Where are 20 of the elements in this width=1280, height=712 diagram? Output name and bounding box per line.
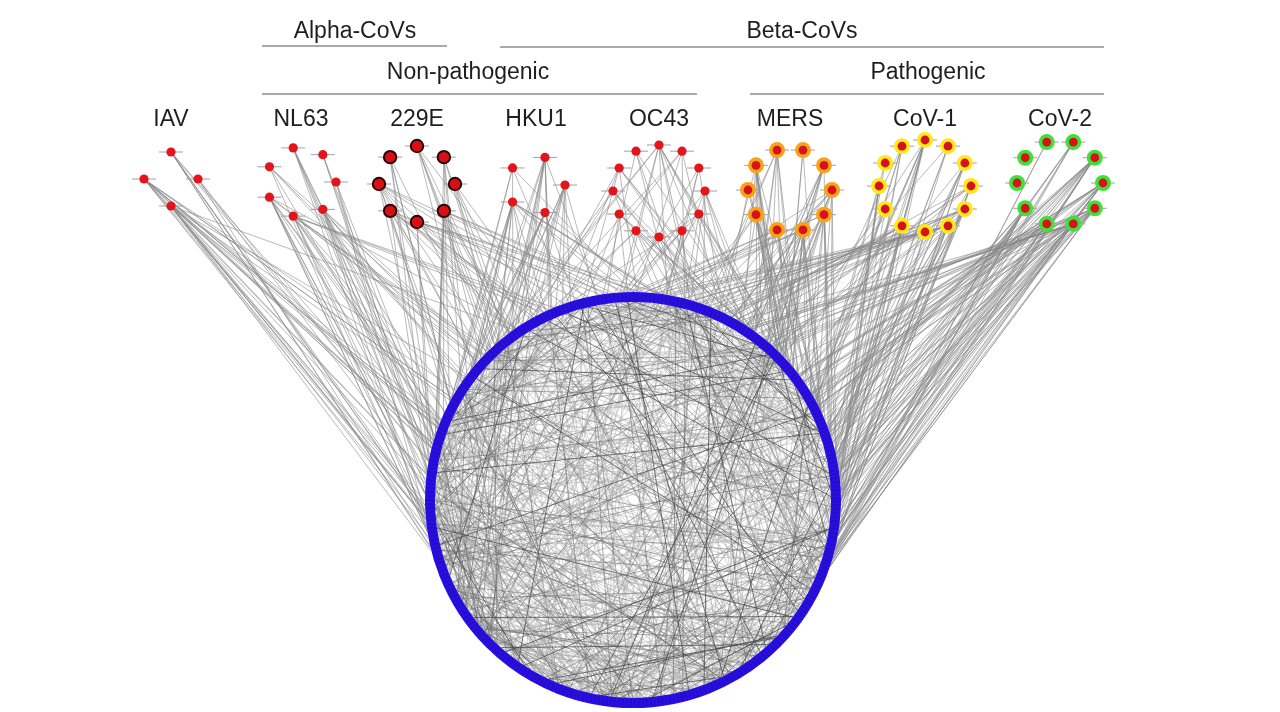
interaction-lines — [738, 229, 1073, 568]
interaction-lines — [175, 198, 514, 552]
virus-label: CoV-2 — [1028, 106, 1092, 131]
interaction-lines — [450, 225, 661, 401]
interaction-lines — [631, 243, 837, 455]
group-heading: Non-pathogenic — [386, 58, 550, 84]
group-heading: Pathogenic — [870, 58, 986, 84]
virus-label: NL63 — [273, 106, 329, 131]
group-heading: Alpha-CoVs — [293, 17, 417, 43]
virus-label: CoV-1 — [893, 106, 957, 131]
group-heading: Beta-CoVs — [746, 17, 858, 43]
virus-label: OC43 — [628, 106, 690, 131]
virus-label: 229E — [390, 106, 444, 131]
interaction-lines — [494, 207, 795, 370]
host-protein-ring — [424, 291, 842, 709]
virus-label: HKU1 — [505, 106, 567, 131]
interaction-lines — [389, 205, 664, 472]
virus-label: IAV — [153, 106, 189, 131]
virus-label: MERS — [756, 106, 824, 131]
interaction-lines — [284, 222, 555, 533]
